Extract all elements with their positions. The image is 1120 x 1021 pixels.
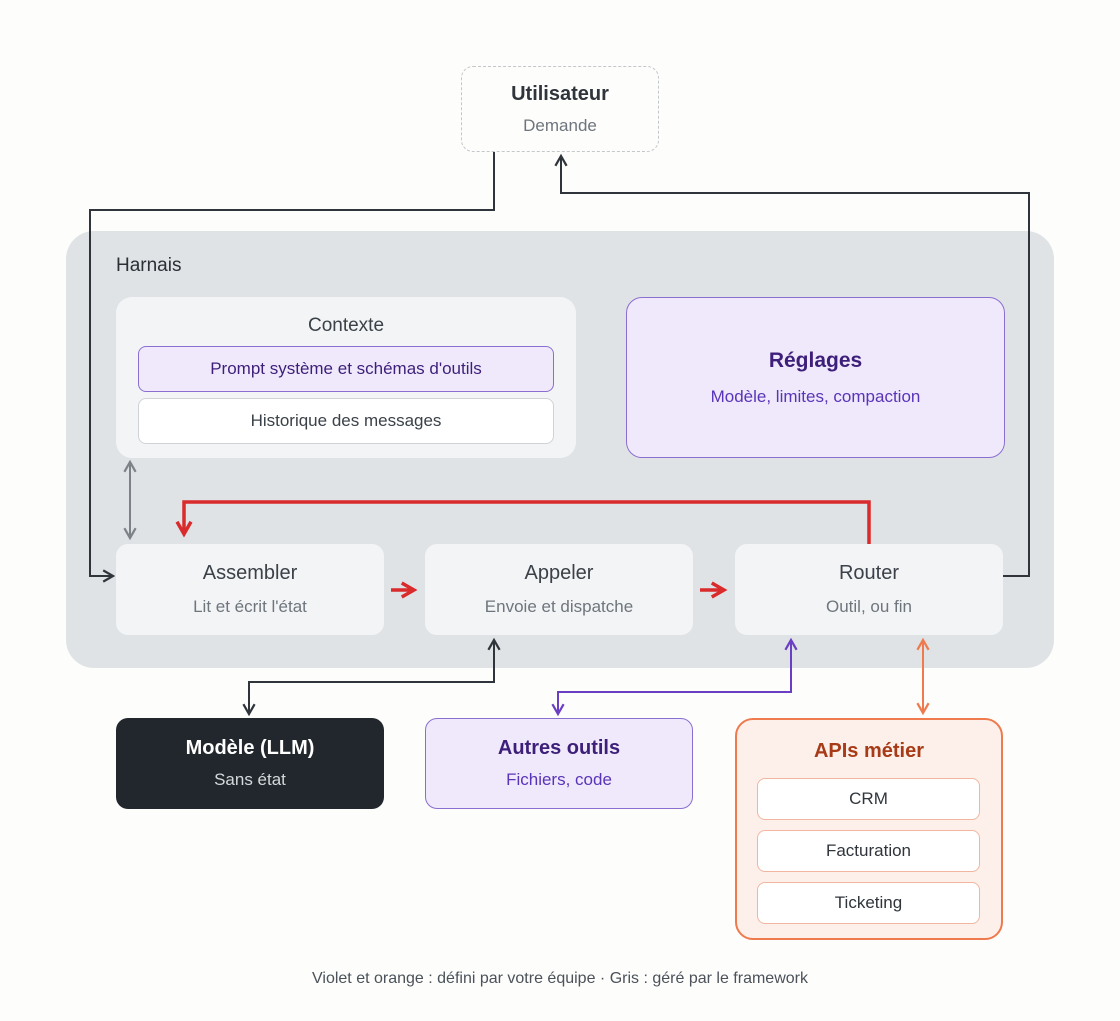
- other-tools-node: Autres outils Fichiers, code: [425, 718, 693, 809]
- api-item-crm: CRM: [757, 778, 980, 820]
- arrow-router-to-user: [554, 153, 1030, 577]
- context-title: Contexte: [307, 315, 385, 336]
- arrow-appeler-llm: [242, 637, 501, 717]
- llm-subtitle: Sans état: [214, 770, 286, 789]
- api-item-ticketing: Ticketing: [757, 882, 980, 924]
- settings-subtitle: Modèle, limites, compaction: [710, 386, 921, 406]
- context-item-message-history: Historique des messages: [138, 398, 554, 444]
- appeler-subtitle: Envoie et dispatche: [484, 597, 634, 616]
- other-tools-subtitle: Fichiers, code: [506, 770, 612, 789]
- user-title: Utilisateur: [511, 82, 609, 105]
- settings-panel: Réglages Modèle, limites, compaction: [626, 297, 1005, 458]
- settings-title: Réglages: [768, 348, 863, 372]
- user-node: Utilisateur Demande: [461, 66, 659, 152]
- stage-router: Router Outil, ou fin: [735, 544, 1003, 635]
- appeler-title: Appeler: [524, 562, 594, 584]
- router-title: Router: [838, 562, 900, 584]
- context-item-system-prompt: Prompt système et schémas d'outils: [138, 346, 554, 392]
- assembler-title: Assembler: [202, 562, 298, 584]
- llm-node: Modèle (LLM) Sans état: [116, 718, 384, 809]
- legend-caption: Violet et orange : défini par votre équi…: [312, 970, 808, 987]
- stage-appeler: Appeler Envoie et dispatche: [425, 544, 693, 635]
- api-item-facturation: Facturation: [757, 830, 980, 872]
- other-tools-title: Autres outils: [497, 737, 621, 759]
- user-subtitle: Demande: [523, 115, 597, 135]
- harness-label: Harnais: [116, 255, 182, 276]
- arrow-user-to-assembler: [89, 152, 495, 583]
- stage-assembler: Assembler Lit et écrit l'état: [116, 544, 384, 635]
- arrow-router-other-tools: [551, 637, 798, 717]
- arrow-loop-router-to-assembler: [175, 500, 871, 544]
- llm-title: Modèle (LLM): [185, 737, 315, 759]
- assembler-subtitle: Lit et écrit l'état: [193, 597, 307, 616]
- router-subtitle: Outil, ou fin: [826, 597, 912, 616]
- business-apis-title: APIs métier: [813, 740, 925, 762]
